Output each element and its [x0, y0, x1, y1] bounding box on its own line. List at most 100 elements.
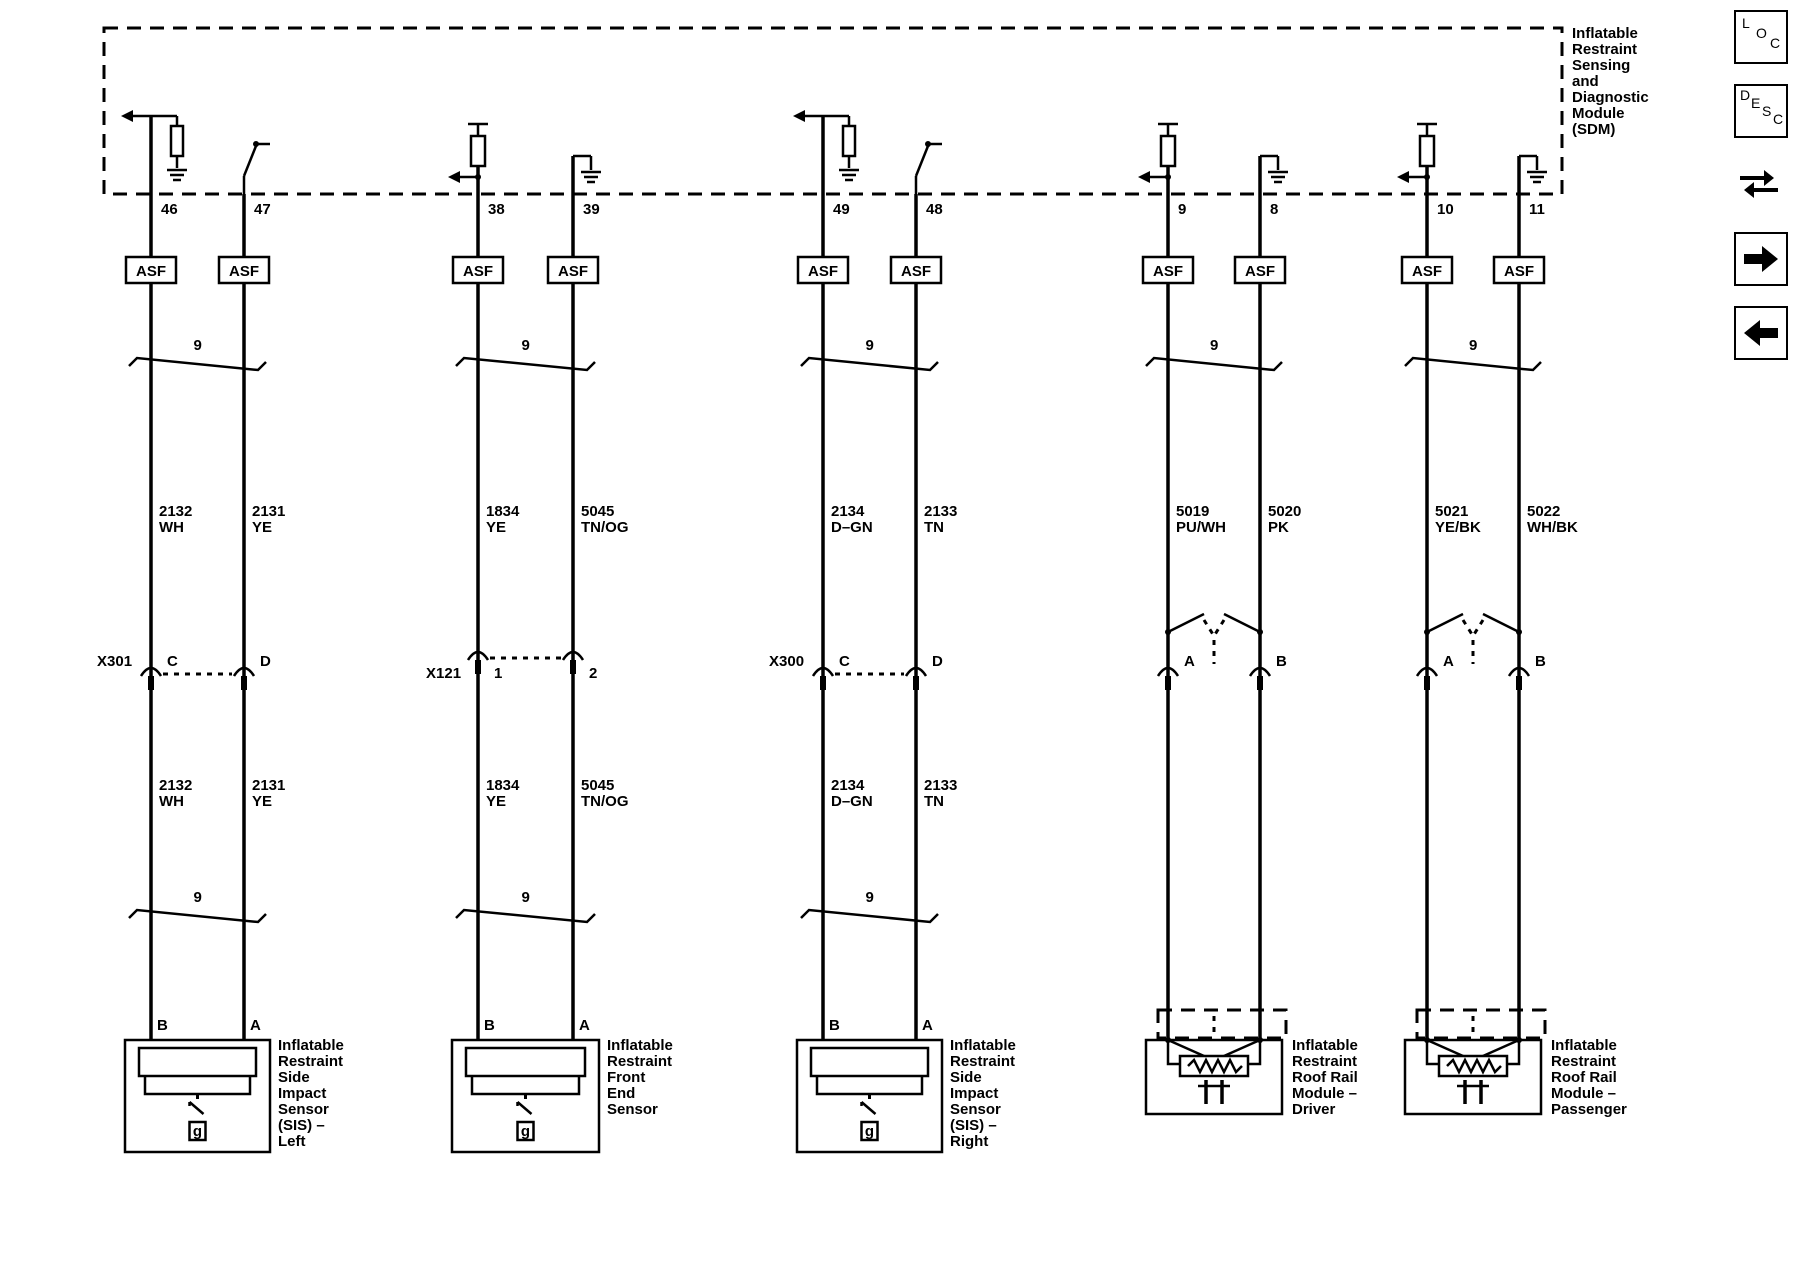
sdm-label-line: Module — [1572, 105, 1625, 122]
resistor-symbol — [841, 124, 857, 158]
twisted-pair-mark: 9 — [800, 889, 939, 924]
device-pin-label: B — [484, 1017, 495, 1034]
sdm-module-boundary — [102, 26, 1564, 196]
asf-box — [1141, 255, 1195, 285]
device-label-line: Restraint — [278, 1053, 343, 1070]
wire-label-left-line: D–GN — [831, 793, 873, 810]
asf-box — [1492, 255, 1546, 285]
connector-name: X121 — [426, 665, 461, 682]
g-sensor-box — [860, 1120, 879, 1142]
module-lead — [1166, 1040, 1180, 1066]
shunt-housing — [1415, 1008, 1547, 1040]
wire-label-right-line: 5022 — [1527, 503, 1560, 520]
signal-arrow-head — [121, 110, 133, 122]
wire-label-left-line: YE — [486, 519, 506, 536]
module-shunt-bar — [1223, 1038, 1261, 1058]
wire-label-left-line: D–GN — [831, 519, 873, 536]
wire-label-left-line: WH — [159, 519, 184, 536]
arrow-shape — [1744, 246, 1778, 272]
twist-count: 9 — [1210, 337, 1218, 354]
asf-box — [124, 255, 178, 285]
connector-pin-label: 1 — [494, 665, 502, 682]
nav-letter: O — [1756, 25, 1767, 41]
signal-arrow-head — [1397, 171, 1409, 183]
wire-label-right-line: TN — [924, 519, 944, 536]
asf-box — [1233, 255, 1287, 285]
device-label-line: Sensor — [950, 1101, 1001, 1118]
device-label-line: Passenger — [1551, 1101, 1627, 1118]
twist-line — [455, 356, 596, 372]
arrow-left-icon — [1744, 320, 1778, 346]
device-label-line: End — [607, 1085, 635, 1102]
wire-label-left-line: 2134 — [831, 777, 865, 794]
twist-count: 9 — [866, 337, 874, 354]
resistor-symbol — [1159, 134, 1177, 168]
shunt-bar — [1426, 612, 1464, 634]
connector-pin-label: B — [1535, 653, 1546, 670]
twisted-pair-mark: 9 — [455, 889, 596, 924]
asf-fuse-box: ASF — [451, 255, 505, 285]
connector-pin — [1516, 676, 1522, 690]
connector-cup — [904, 666, 928, 677]
wire-label-right-line: PK — [1268, 519, 1289, 536]
wire-label-right-line: 5045 — [581, 777, 614, 794]
device-label-line: Sensor — [607, 1101, 658, 1118]
twist-count: 9 — [1469, 337, 1477, 354]
asf-label: ASF — [1412, 263, 1442, 280]
connector-cup — [466, 650, 490, 661]
asf-fuse-box: ASF — [796, 255, 850, 285]
wire-label-right-line: YE — [252, 793, 272, 810]
connector-pin — [475, 660, 481, 674]
asf-box — [1400, 255, 1454, 285]
wire-label-left-line: 1834 — [486, 503, 520, 520]
sdm-label-line: Diagnostic — [1572, 89, 1649, 106]
sdm-pin-number: 9 — [1178, 201, 1186, 218]
wire-label-left-line: 2132 — [159, 777, 192, 794]
previous-button[interactable] — [1734, 306, 1788, 360]
shunt-bar — [1482, 612, 1520, 634]
sdm-pin-number: 10 — [1437, 201, 1454, 218]
device-label-line: Impact — [278, 1085, 326, 1102]
connector-pin — [820, 676, 826, 690]
device-label-line: Roof Rail — [1292, 1069, 1358, 1086]
wire-label-right-line: 2131 — [252, 777, 285, 794]
wire-label-left-line: 5021 — [1435, 503, 1468, 520]
sdm-pin-number: 8 — [1270, 201, 1278, 218]
inflator-resistor — [1187, 1057, 1243, 1075]
twisted-pair-mark: 9 — [1404, 337, 1542, 372]
connector-info-button[interactable] — [1734, 158, 1788, 212]
asf-fuse-box: ASF — [124, 255, 178, 285]
sensor-switch — [516, 1101, 533, 1115]
asf-fuse-box: ASF — [1141, 255, 1195, 285]
next-button[interactable] — [1734, 232, 1788, 286]
sensor-element — [137, 1046, 258, 1078]
connector-cup — [1156, 666, 1180, 677]
switch-pivot — [253, 141, 259, 147]
connector-arrows-shape — [1740, 170, 1778, 198]
signal-arrow-head — [793, 110, 805, 122]
module-lead — [1507, 1040, 1521, 1066]
asf-fuse-box: ASF — [217, 255, 271, 285]
asf-label: ASF — [1245, 263, 1275, 280]
connector-name: X300 — [769, 653, 804, 670]
module-lead — [1248, 1040, 1262, 1066]
device-label-line: Restraint — [607, 1053, 672, 1070]
